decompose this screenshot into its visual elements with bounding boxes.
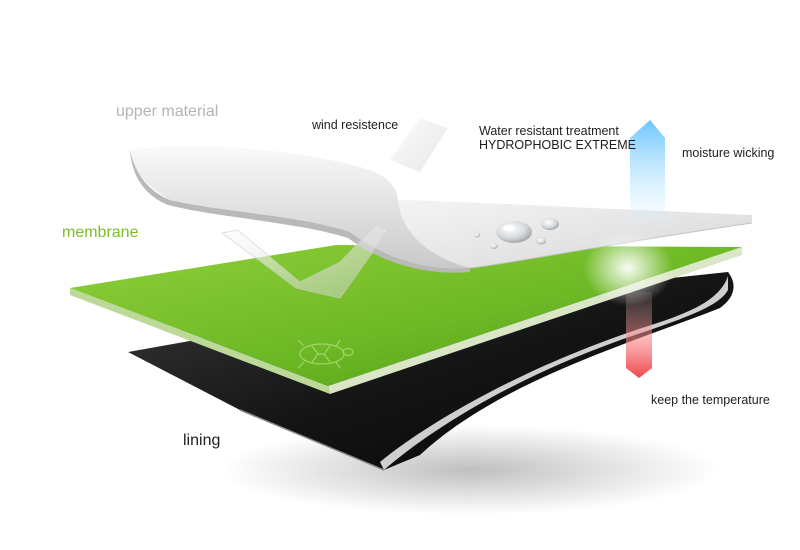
turtle-icon: [297, 339, 354, 369]
moisture-wicking-label: moisture wicking: [682, 146, 775, 160]
keep-temperature-label: keep the temperature: [651, 393, 770, 407]
lining-label: lining: [183, 432, 221, 449]
water-drop-icon: [474, 218, 559, 249]
water-resistant-label: Water resistant treatment HYDROPHOBIC EX…: [479, 124, 636, 153]
floor-shadow: [220, 425, 720, 515]
moisture-arrow-icon: [630, 120, 665, 222]
upper-material-label: upper material: [116, 103, 219, 120]
glow-highlight: [583, 230, 673, 306]
water-resistant-line2: HYDROPHOBIC EXTREME: [479, 138, 636, 153]
wind-resistance-label: wind resistence: [312, 118, 399, 132]
water-resistant-line1: Water resistant treatment: [479, 124, 619, 138]
lining-layer: [128, 272, 734, 471]
temperature-arrow-icon: [626, 292, 652, 378]
wind-arrow-icon: [221, 118, 448, 299]
membrane-label: membrane: [62, 224, 139, 241]
